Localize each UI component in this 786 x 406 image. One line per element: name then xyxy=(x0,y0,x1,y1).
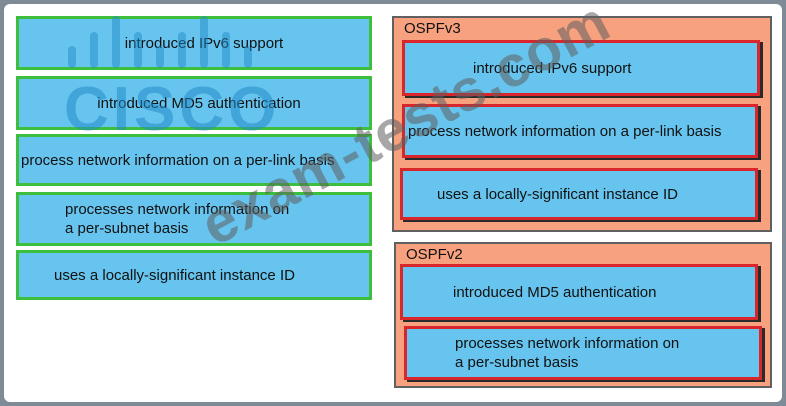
ospfv2-item-md5-authentication[interactable]: introduced MD5 authentication xyxy=(400,264,758,320)
option-label: introduced MD5 authentication xyxy=(97,94,301,112)
option-ipv6-support[interactable]: introduced IPv6 support xyxy=(16,16,372,70)
ospfv3-title: OSPFv3 xyxy=(404,20,461,37)
ospfv2-title: OSPFv2 xyxy=(406,246,463,263)
ospfv3-item-instance-id[interactable]: uses a locally-significant instance ID xyxy=(400,168,758,220)
option-label: process network information on a per-lin… xyxy=(21,151,335,169)
ospfv2-item-per-subnet-basis[interactable]: processes network information on a per-s… xyxy=(404,326,762,380)
option-per-link-basis[interactable]: process network information on a per-lin… xyxy=(16,134,372,186)
item-label: processes network information on a per-s… xyxy=(455,335,680,371)
option-label: introduced IPv6 support xyxy=(124,34,284,52)
ospfv3-item-ipv6-support[interactable]: introduced IPv6 support xyxy=(402,40,760,96)
item-label: process network information on a per-lin… xyxy=(408,122,722,140)
item-label: introduced MD5 authentication xyxy=(453,283,657,301)
item-label: uses a locally-significant instance ID xyxy=(437,186,678,203)
item-label: introduced IPv6 support xyxy=(473,59,632,77)
option-instance-id[interactable]: uses a locally-significant instance ID xyxy=(16,250,372,300)
option-label: uses a locally-significant instance ID xyxy=(54,266,295,284)
option-md5-authentication[interactable]: introduced MD5 authentication xyxy=(16,76,372,130)
ospfv3-item-per-link-basis[interactable]: process network information on a per-lin… xyxy=(402,104,758,158)
option-per-subnet-basis[interactable]: processes network information on a per-s… xyxy=(16,192,372,246)
option-label: processes network information on a per-s… xyxy=(65,201,290,237)
